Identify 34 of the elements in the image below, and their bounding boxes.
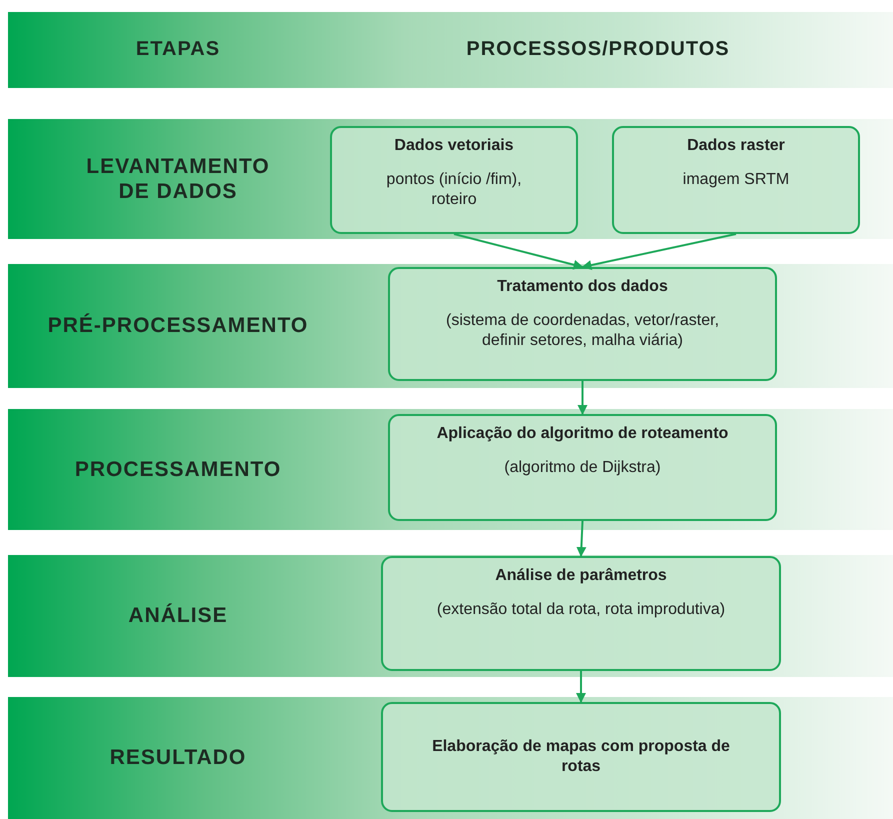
process-box (388, 267, 777, 381)
stage-band (8, 555, 893, 677)
box-title: Elaboração de mapas com proposta de rotas (431, 737, 731, 777)
box-title: Dados raster (687, 136, 785, 156)
stage-label: LEVANTAMENTO DE DADOS (85, 154, 271, 204)
arrow (578, 381, 588, 415)
stage-label: ANÁLISE (128, 603, 228, 629)
process-box (381, 556, 781, 671)
box-text: (algoritmo de Dijkstra) (504, 458, 661, 478)
arrow (582, 233, 736, 270)
stage-band (8, 264, 893, 388)
process-box (381, 702, 781, 812)
box-title: Tratamento dos dados (497, 277, 668, 297)
box-text: (extensão total da rota, rota improdutiva) (436, 600, 726, 620)
box-text: imagem SRTM (682, 170, 790, 190)
process-box (330, 126, 578, 234)
process-box (388, 414, 777, 521)
column-heading: ETAPAS (136, 38, 220, 61)
box-title: Aplicação do algoritmo de roteamento (436, 424, 728, 444)
stage-label: PROCESSAMENTO (74, 456, 282, 482)
box-title: Análise de parâmetros (495, 566, 667, 586)
stage-band (8, 119, 893, 239)
stage-band (8, 697, 893, 819)
box-text: pontos (início /fim), roteiro (385, 170, 523, 210)
stage-label: RESULTADO (110, 745, 246, 771)
arrow (576, 520, 586, 557)
process-box (612, 126, 860, 234)
column-heading: PROCESSOS/PRODUTOS (466, 38, 730, 61)
header-band (8, 12, 893, 88)
stage-band (8, 409, 893, 530)
arrow (576, 671, 586, 703)
box-title: Dados vetoriais (394, 136, 514, 156)
stage-label: PRÉ-PROCESSAMENTO (48, 313, 308, 339)
box-text: (sistema de coordenadas, vetor/raster, definir setores, malha viária) (444, 311, 720, 351)
